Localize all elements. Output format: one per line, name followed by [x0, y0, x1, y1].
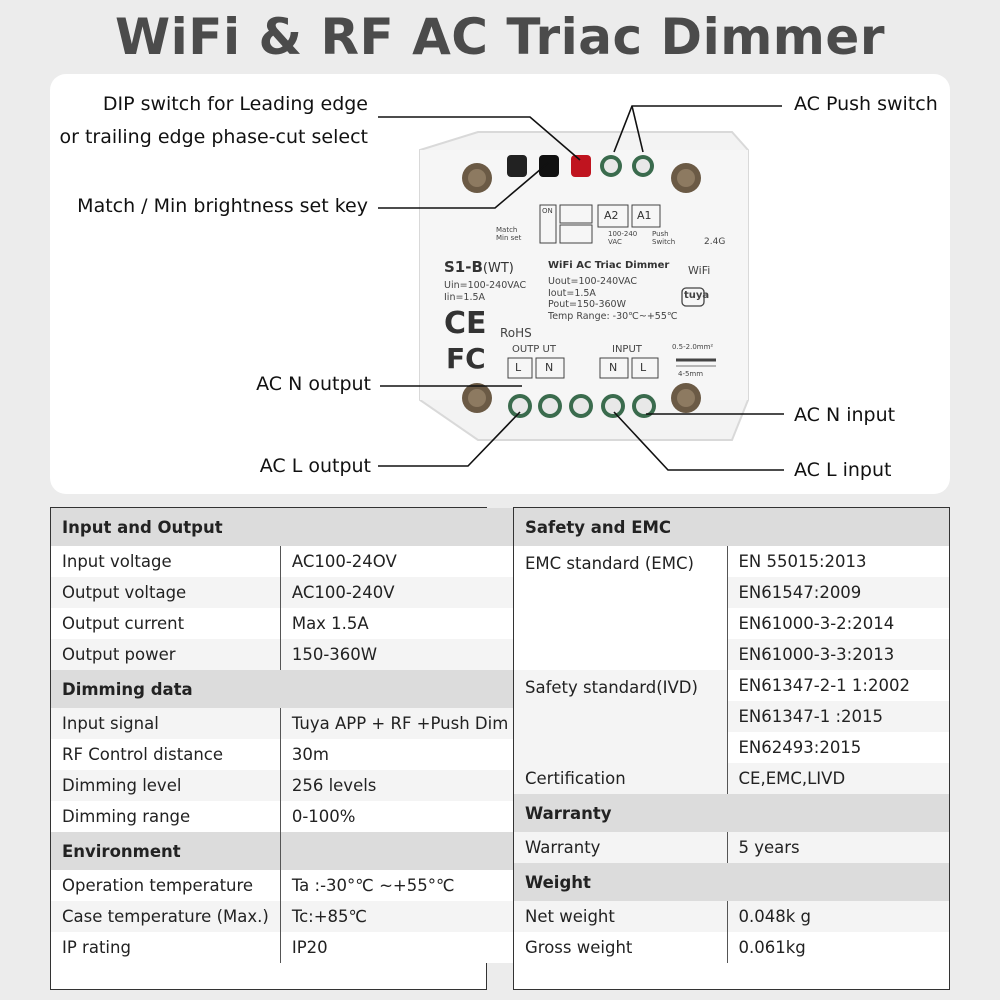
spec-key: Case temperature (Max.) [51, 901, 281, 932]
section-title-weight: Weight [514, 863, 949, 901]
device-push: Push Switch [652, 230, 676, 246]
device-iin: Iin=1.5A [444, 292, 486, 303]
device-output-n: N [545, 361, 554, 374]
device-input-label: INPUT [612, 344, 642, 355]
spec-key: Dimming level [51, 770, 281, 801]
spec-value: 0.048k g [727, 901, 949, 932]
spec-value: Tuya APP + RF +Push Dim [280, 708, 520, 739]
spec-value: EN61000-3-2:2014 [727, 608, 949, 639]
device-strip: 4-5mm [678, 370, 704, 378]
section-title-dimming-data: Dimming data [51, 670, 520, 708]
device-input-l: L [640, 361, 647, 374]
section-title-environment: Environment [51, 832, 281, 870]
spec-key: IP rating [51, 932, 281, 963]
spec-value: IP20 [280, 932, 520, 963]
spec-key-net-weight: Net weight [514, 901, 728, 932]
wifi-icon: WiFi [688, 264, 711, 277]
callout-match-key: Match / Min brightness set key [77, 195, 368, 217]
spec-key: Operation temperature [51, 870, 281, 901]
spec-value: EN61347-2-1 1:2002 [727, 670, 949, 701]
spec-key: Input signal [51, 708, 281, 739]
spec-key-gross-weight: Gross weight [514, 932, 728, 963]
spec-value: Max 1.5A [280, 608, 520, 639]
device-wire: 0.5-2.0mm² [672, 343, 714, 351]
spec-key-safety: Safety standard(IVD) [514, 670, 728, 763]
spec-key: Output power [51, 639, 281, 670]
callout-dip-line2: or trailing edge phase-cut select [59, 126, 368, 148]
mounting-screw-icon [462, 163, 701, 413]
spec-key-emc: EMC standard (EMC) [514, 546, 728, 670]
section-title-input-output: Input and Output [51, 508, 520, 546]
device-output-label: OUTP UT [512, 344, 556, 355]
spec-key: Dimming range [51, 801, 281, 832]
device-uout: Uout=100-240VAC [548, 276, 638, 287]
callout-ac-n-input: AC N input [794, 404, 896, 426]
spec-key: Output voltage [51, 577, 281, 608]
spec-key-certification: Certification [514, 763, 728, 794]
bottom-terminal-icon [508, 394, 656, 418]
callout-ac-push: AC Push switch [794, 93, 938, 115]
section-title-safety-emc: Safety and EMC [514, 508, 949, 546]
spec-value: 0.061kg [727, 932, 949, 963]
device-model: S1-B [444, 258, 483, 276]
device-vac: 100-240 VAC [608, 230, 638, 246]
device-pout: Pout=150-360W [548, 299, 626, 310]
spec-value: 150-360W [280, 639, 520, 670]
spec-key-warranty: Warranty [514, 832, 728, 863]
device-temp: Temp Range: -30℃~+55℃ [548, 310, 678, 322]
spec-value: AC100-240V [280, 577, 520, 608]
page-title: WiFi & RF AC Triac Dimmer [115, 8, 885, 66]
device-match: Match Min set [496, 226, 522, 242]
spec-value: EN61347-1 :2015 [727, 701, 949, 732]
device-a1: A1 [637, 209, 652, 222]
spec-value: 5 years [727, 832, 949, 863]
spec-value: CE,EMC,LIVD [727, 763, 949, 794]
spec-value: 0-100% [280, 801, 520, 832]
spec-key: Input voltage [51, 546, 281, 577]
spec-key: RF Control distance [51, 739, 281, 770]
device-output-l: L [515, 361, 522, 374]
section-title-warranty: Warranty [514, 794, 949, 832]
spec-value: 30m [280, 739, 520, 770]
spec-value: AC100-24OV [280, 546, 520, 577]
rohs-mark: RoHS [500, 326, 532, 340]
device-a2: A2 [604, 209, 619, 222]
device-name: WiFi AC Triac Dimmer [548, 260, 670, 271]
spec-value: EN61000-3-3:2013 [727, 639, 949, 670]
device-model-suffix: (WT) [482, 261, 514, 276]
device-on: ON [542, 207, 553, 215]
spec-value: EN 55015:2013 [727, 546, 949, 577]
fc-mark-icon: FC [446, 342, 486, 375]
tuya-logo-icon: tuya [684, 290, 710, 301]
callout-ac-l-input: AC L input [794, 459, 892, 481]
right-spec-table: Safety and EMC EMC standard (EMC)EN 5501… [513, 507, 950, 990]
spec-value: Ta :-30°℃ ~+55°℃ [280, 870, 520, 901]
spec-value: EN61547:2009 [727, 577, 949, 608]
ce-mark-icon: CE [444, 306, 487, 341]
callout-dip-line1: DIP switch for Leading edge [102, 93, 368, 115]
spec-value: 256 levels [280, 770, 520, 801]
device-iout: Iout=1.5A [548, 287, 596, 299]
spec-key: Output current [51, 608, 281, 639]
callout-ac-n-output: AC N output [256, 373, 371, 395]
device-input-n: N [609, 361, 618, 374]
spec-value: Tc:+85℃ [280, 901, 520, 932]
spec-value: EN62493:2015 [727, 732, 949, 763]
callout-ac-l-output: AC L output [259, 455, 371, 477]
device-uin: Uin=100-240VAC [444, 280, 527, 291]
device-band: 2.4G [704, 237, 726, 247]
